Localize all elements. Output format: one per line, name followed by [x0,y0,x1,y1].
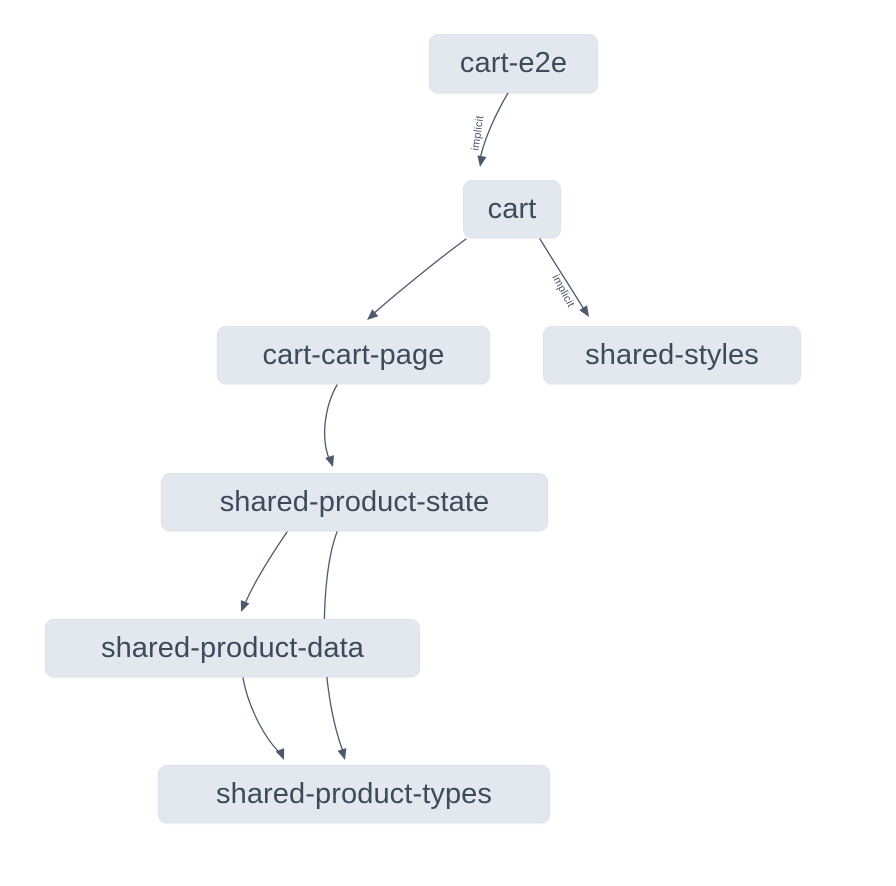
arrow-into-product-types-left [275,748,285,760]
graph-node-cart[interactable]: cart [463,180,561,238]
arrow-into-cart [477,155,487,167]
edge-cart-to-cart-cart-page [371,238,467,316]
edge-cart-e2e-to-cart [479,92,509,161]
arrow-into-product-types-right [337,748,347,760]
arrow-into-shared-product-data [240,600,250,612]
graph-node-shared-product-state[interactable]: shared-product-state [161,473,548,531]
arrow-into-shared-styles [579,305,589,317]
edge-shared-product-data-to-product-types [242,677,282,755]
edge-shared-product-state-to-product-data [243,531,288,607]
graph-node-shared-product-types[interactable]: shared-product-types [158,765,550,823]
graph-node-cart-e2e[interactable]: cart-e2e [429,34,598,93]
graph-node-label: shared-product-data [100,631,365,664]
graph-node-label: cart-e2e [459,47,568,79]
edge-cart-cart-page-to-shared-product-state [324,384,338,462]
graph-node-label: shared-styles [585,338,759,371]
edge-cart-to-shared-styles [539,238,586,312]
graph-node-cart-cart-page[interactable]: cart-cart-page [217,326,490,384]
graph-node-label: shared-product-state [219,485,490,518]
arrow-into-shared-product-state [325,455,334,467]
arrow-into-cart-cart-page [367,309,379,320]
graph-node-label: shared-product-types [215,777,493,810]
graph-node-shared-styles[interactable]: shared-styles [543,326,801,384]
graph-node-label: cart [487,192,537,225]
graph-node-label: cart-cart-page [262,338,445,371]
graph-node-shared-product-data[interactable]: shared-product-data [45,619,420,677]
